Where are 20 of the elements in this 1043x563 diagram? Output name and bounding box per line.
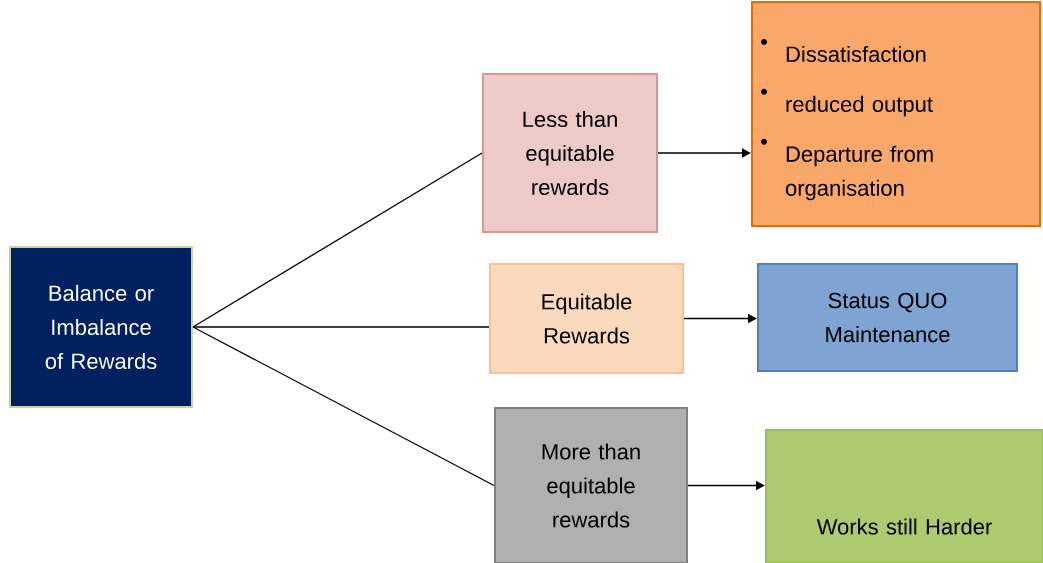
node-label: Departure from organisation: [785, 145, 933, 201]
arrow: [657, 148, 751, 158]
node-label: reduced output: [786, 95, 933, 117]
node-label: Equitable Rewards: [542, 293, 632, 344]
connector-line: [192, 326, 490, 328]
outcome-box: [494, 407, 688, 563]
node-label: Less than equitable rewards: [523, 110, 617, 196]
node-label: Works still Harder: [816, 518, 992, 535]
connector-line: [192, 152, 483, 328]
result-box: [765, 429, 1043, 563]
outcome-box: [482, 73, 658, 233]
node-label: Dissatisfaction: [786, 45, 926, 63]
node-label: Status QUO Maintenance: [826, 292, 950, 343]
node-label: Balance or Imbalance of Rewards: [45, 284, 157, 370]
rewards-box: [9, 246, 193, 408]
result-box: [757, 263, 1018, 372]
outcome-box: [489, 263, 684, 374]
connector-line: [192, 326, 495, 487]
result-box: [751, 1, 1041, 227]
node-label: More than equitable rewards: [542, 443, 640, 528]
